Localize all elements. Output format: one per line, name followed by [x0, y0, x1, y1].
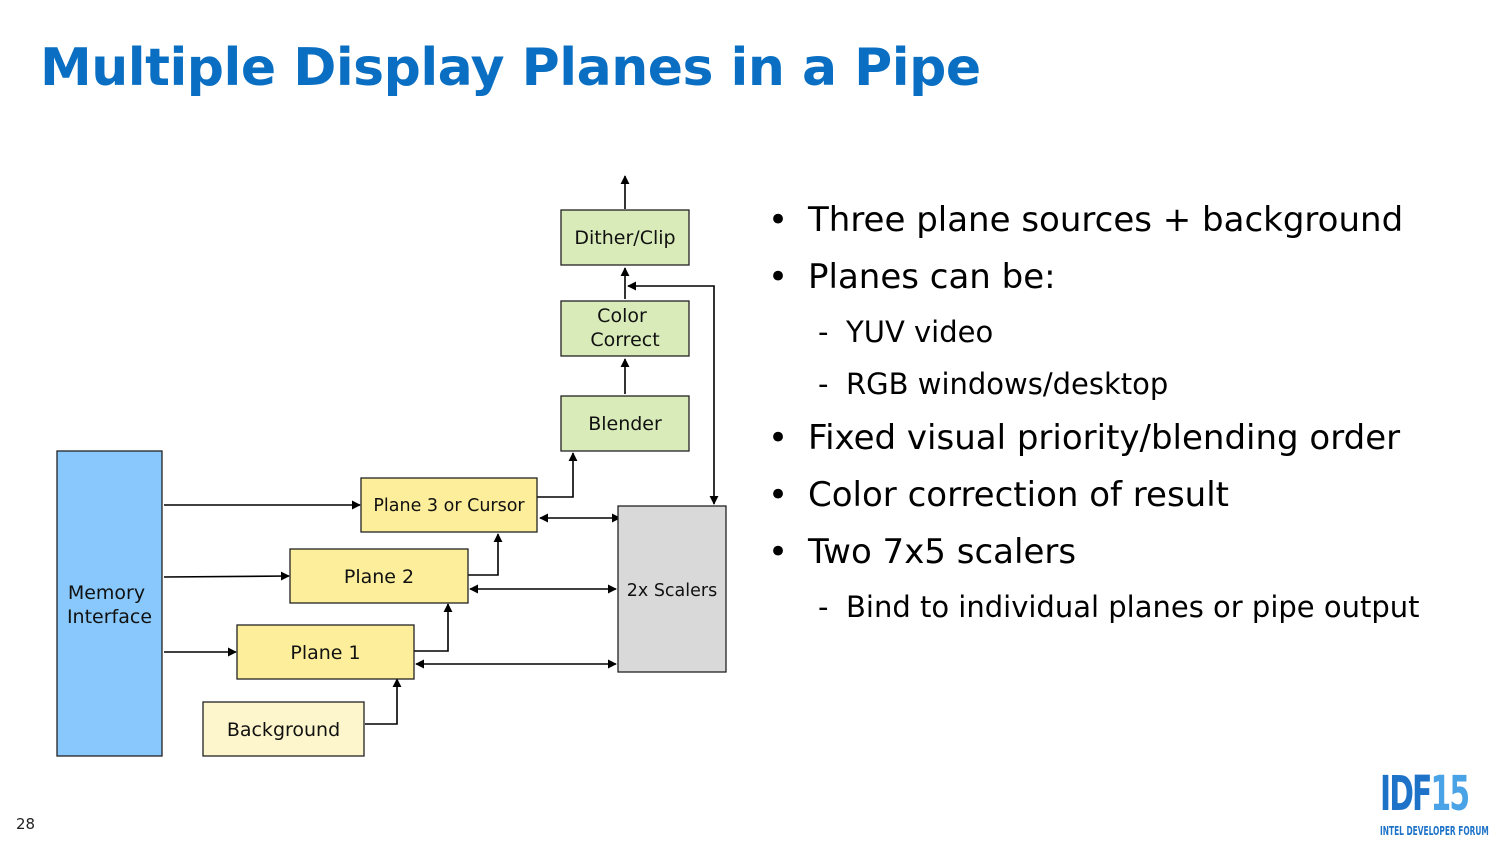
scalers-box	[617, 505, 727, 673]
blender-box	[560, 395, 690, 452]
node-dither-clip: Dither/Clip	[560, 209, 690, 266]
connectors	[163, 175, 719, 725]
slide-title: Multiple Display Planes in a Pipe	[40, 38, 981, 98]
node-color-correct: Color Correct	[560, 300, 690, 357]
memory-interface-label: Memory Interface	[67, 582, 152, 628]
plane-2-label: Plane 2	[344, 566, 414, 588]
dither-clip-label: Dither/Clip	[574, 227, 675, 249]
bullet-item: Planes can be:	[768, 257, 1488, 297]
arrow-plane2-to-plane3	[468, 533, 503, 576]
arrow-memory-to-plane2	[163, 571, 290, 581]
logo-wordmark: IDF15	[1380, 766, 1471, 822]
blender-label: Blender	[588, 413, 662, 435]
plane-3-label: Plane 3 or Cursor	[373, 496, 525, 516]
node-scalers: 2x Scalers	[617, 505, 727, 673]
background-label: Background	[227, 719, 340, 741]
bullet-item: Two 7x5 scalers	[768, 532, 1488, 572]
node-plane-1: Plane 1	[236, 624, 415, 680]
logo-tagline: INTEL DEVELOPER FORUM	[1380, 824, 1489, 838]
plane-1-label: Plane 1	[290, 642, 360, 664]
plane-3-box	[360, 477, 538, 533]
idf15-logo: IDF15 INTEL DEVELOPER FORUM	[1380, 766, 1489, 838]
page-number: 28	[16, 815, 36, 833]
bullet-list: Three plane sources + backgroundPlanes c…	[768, 200, 1488, 641]
node-plane-2: Plane 2	[289, 548, 469, 604]
plane-2-box	[289, 548, 469, 604]
node-plane-3: Plane 3 or Cursor	[360, 477, 538, 533]
node-blender: Blender	[560, 395, 690, 452]
arrow-background-to-plane1	[365, 678, 402, 725]
arrow-plane3-to-blender	[537, 452, 578, 498]
arrow-scalers-pipe-loop	[627, 281, 719, 505]
scalers-label: 2x Scalers	[627, 581, 717, 601]
memory-interface-box	[56, 450, 163, 757]
sub-bullet-item: RGB windows/desktop	[768, 366, 1488, 402]
bullet-item: Fixed visual priority/blending order	[768, 418, 1488, 458]
logo-brand: IDF	[1380, 766, 1432, 822]
plane-1-box	[236, 624, 415, 680]
bullet-item: Color correction of result	[768, 475, 1488, 515]
node-background: Background	[202, 701, 365, 757]
bullet-item: Three plane sources + background	[768, 200, 1488, 240]
node-memory-interface: Memory Interface	[56, 450, 163, 757]
sub-bullet-item: Bind to individual planes or pipe output	[768, 589, 1488, 625]
color-correct-box	[560, 300, 690, 357]
background-box	[202, 701, 365, 757]
dither-clip-box	[560, 209, 690, 266]
sub-bullet-item: YUV video	[768, 314, 1488, 350]
arrow-plane1-to-plane2	[414, 603, 453, 652]
color-correct-label: Color Correct	[590, 305, 659, 351]
logo-year: 15	[1430, 766, 1471, 822]
